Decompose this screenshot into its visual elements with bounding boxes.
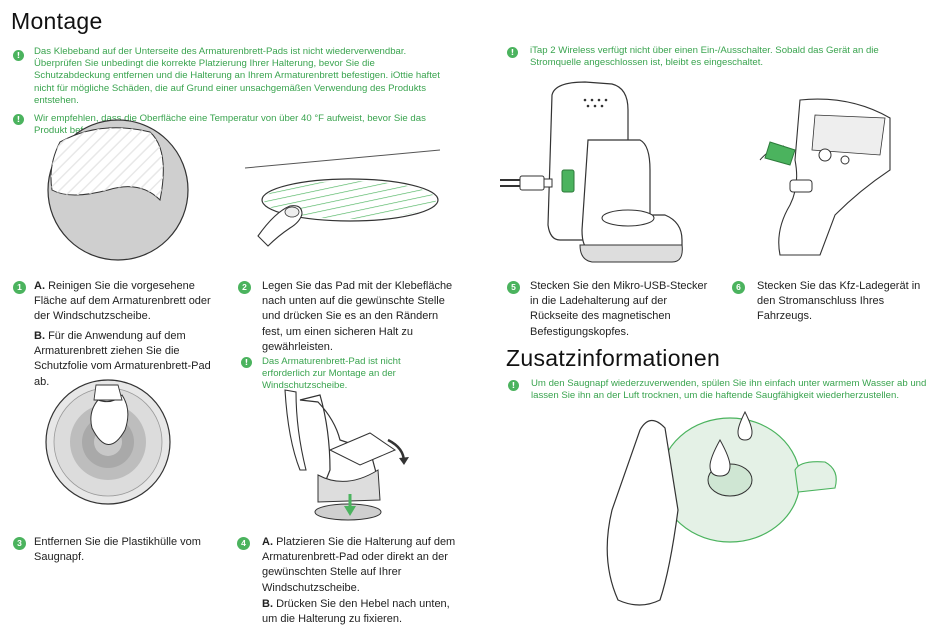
note-adhesive: Das Klebeband auf der Unterseite des Arm… [34,46,440,106]
note-power-switch: iTap 2 Wireless verfügt nicht über einen… [530,45,879,69]
step-2-text: Legen Sie das Pad mit der Klebefläche na… [262,280,453,353]
step-4-b: B. Drücken Sie den Hebel nach unten, um … [262,597,462,627]
note-temperature: Wir empfehlen, dass die Oberfläche eine … [34,113,426,137]
note-reuse-suction-cup: Um den Saugnapf wiederzuverwenden, spüle… [531,378,927,402]
step-1-a: A. Reinigen Sie die vorgesehene Fläche a… [34,279,224,325]
step-number-6: 6 [732,281,745,294]
step-number-1: 1 [13,281,26,294]
step-4-a: A. Platzieren Sie die Halterung auf dem … [262,535,462,596]
page-title: Montage [11,8,103,34]
step-number-2: 2 [238,281,251,294]
step-number-3: 3 [13,537,26,550]
step-1-a-label: A. [34,280,45,292]
step-1-b-label: B. [34,330,45,342]
step-5-text: Stecken Sie den Mikro-USB-Stecker in die… [530,280,708,338]
step-6-text: Stecken Sie das Kfz-Ladegerät in den Str… [757,280,921,323]
warning-icon: ! [507,47,518,58]
warning-icon: ! [241,357,252,368]
step-1-a-text: Reinigen Sie die vorgesehene Fläche auf … [34,280,211,323]
step-4-b-label: B. [262,598,273,610]
step-number-4: 4 [237,537,250,550]
step-number-5: 5 [507,281,520,294]
note-pad-not-required: Das Armaturenbrett-Pad ist nicht erforde… [262,356,401,392]
step-4-a-label: A. [262,536,273,548]
step-1-b-text: Für die Anwendung auf dem Armaturenbrett… [34,330,211,388]
step-3-text: Entfernen Sie die Plastikhülle vom Saugn… [34,536,201,564]
step-4-a-text: Platzieren Sie die Halterung auf dem Arm… [262,536,456,594]
step-4-b-text: Drücken Sie den Hebel nach unten, um die… [262,598,450,626]
warning-icon: ! [13,50,24,61]
step-1-b: B. Für die Anwendung auf dem Armaturenbr… [34,329,224,390]
warning-icon: ! [13,114,24,125]
warning-icon: ! [508,380,519,391]
section-title-additional-info: Zusatzinformationen [506,345,721,371]
